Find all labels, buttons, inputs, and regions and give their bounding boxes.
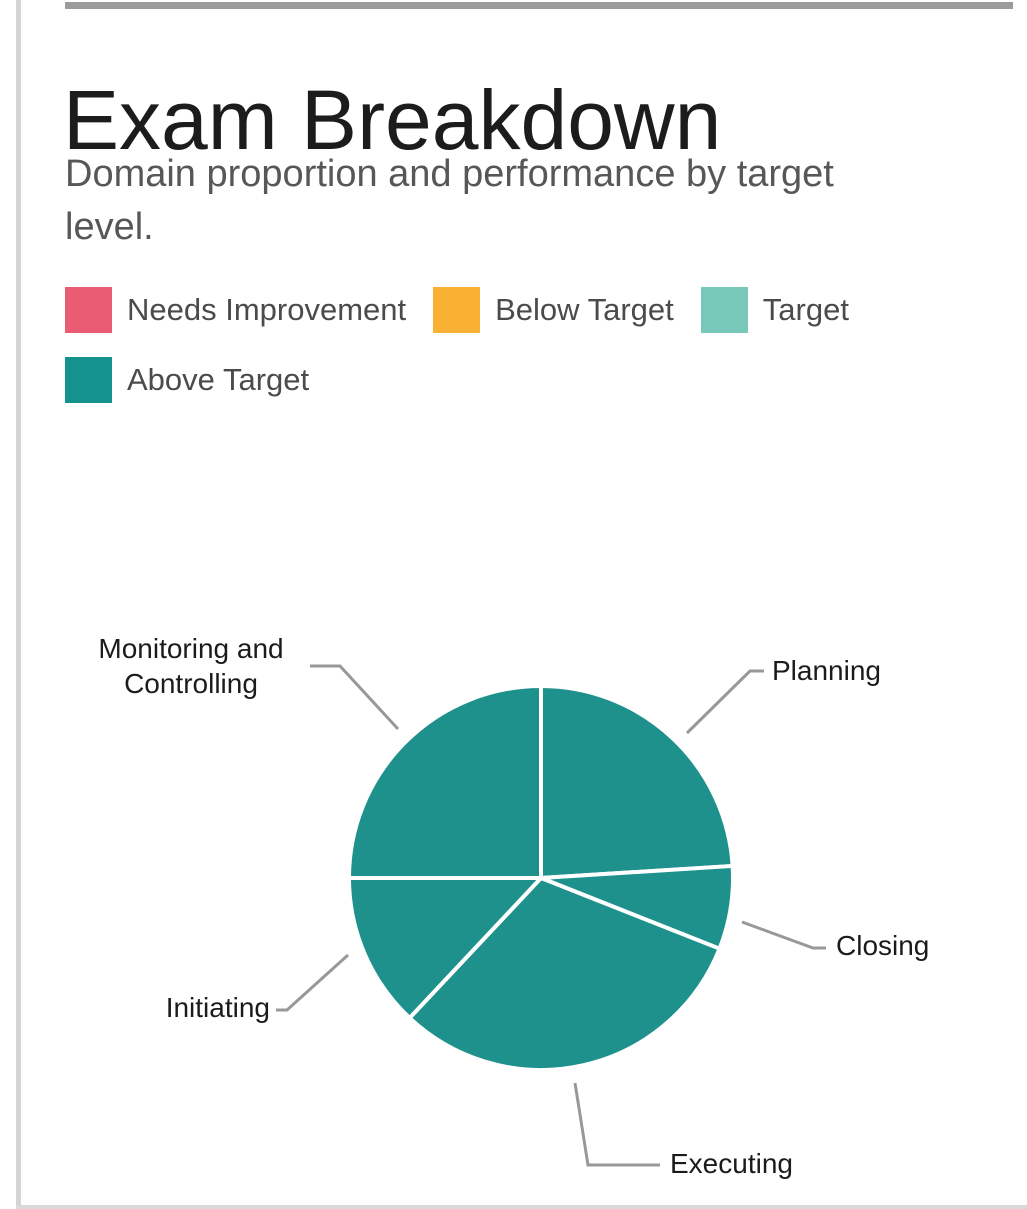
pie-label-initiating: Initiating <box>165 992 270 1023</box>
legend-swatch-above-target <box>65 357 112 403</box>
pie-slice-planning[interactable] <box>539 684 735 880</box>
legend-item-needs-improvement: Needs Improvement <box>65 287 406 333</box>
pie-label-executing: Executing <box>670 1148 793 1179</box>
bottom-divider-bar <box>16 1205 1027 1209</box>
legend-item-above-target: Above Target <box>65 357 309 403</box>
pie-slice-monitoring-and-controlling[interactable] <box>347 684 543 880</box>
legend-label: Needs Improvement <box>127 292 407 327</box>
legend-item-below-target: Below Target <box>433 287 674 333</box>
top-divider-bar <box>65 2 1013 9</box>
leader-line-closing <box>741 920 826 950</box>
chart-legend: Needs Improvement Below Target Target Ab… <box>65 287 975 403</box>
leader-line-planning <box>685 669 764 735</box>
pie-label-planning: Planning <box>772 655 881 686</box>
leader-line-monitoring-and-controlling <box>310 664 400 731</box>
legend-item-target: Target <box>700 287 849 333</box>
pie-slices <box>347 684 735 1072</box>
legend-label: Target <box>762 292 849 327</box>
pie-label-monitoring-and-controlling: Monitoring and Controlling <box>98 633 284 699</box>
legend-label: Above Target <box>127 362 310 397</box>
left-panel-divider <box>16 0 21 1209</box>
pie-label-closing: Closing <box>836 930 930 961</box>
legend-swatch-target <box>700 287 748 333</box>
leader-line-initiating <box>276 953 350 1012</box>
pie-slice-initiating[interactable] <box>347 876 543 1020</box>
legend-label: Below Target <box>495 292 674 327</box>
legend-swatch-needs-improvement <box>65 287 112 333</box>
legend-swatch-below-target <box>433 287 481 333</box>
pie-slice-executing[interactable] <box>407 876 722 1072</box>
leader-line-executing <box>573 1082 660 1167</box>
page-subtitle: Domain proportion and performance by tar… <box>65 153 834 248</box>
page-title: Exam Breakdown <box>63 73 722 168</box>
